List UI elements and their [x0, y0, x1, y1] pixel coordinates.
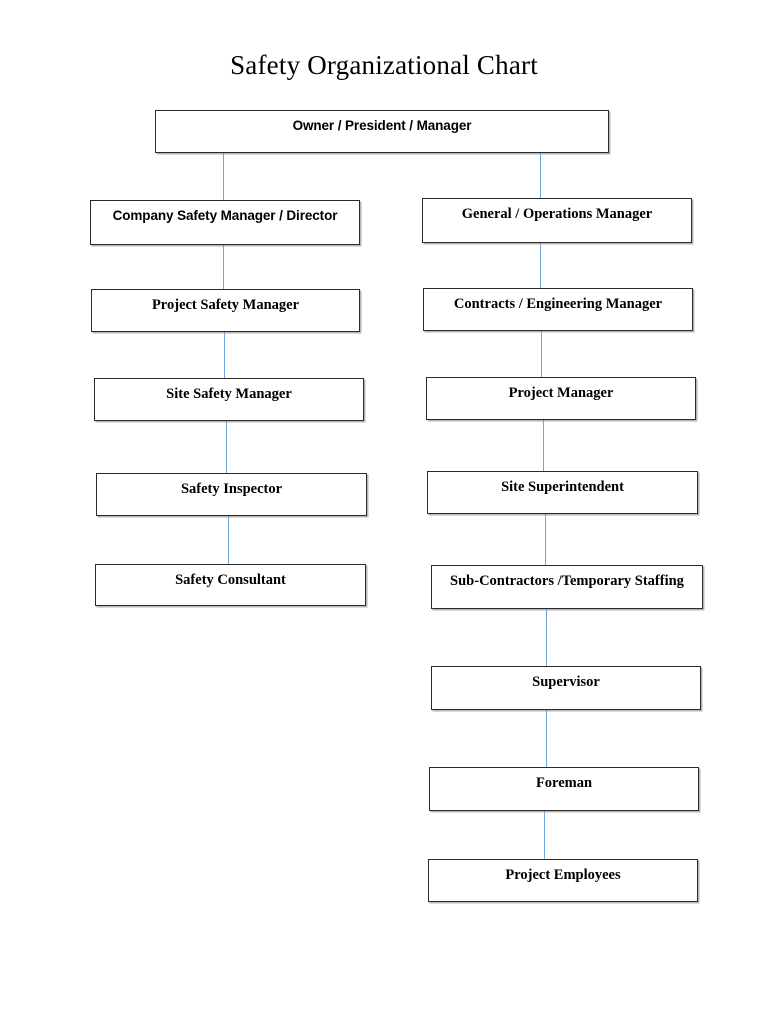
connector-foreman-to-project-employees: [544, 811, 545, 859]
node-label: Owner / President / Manager: [292, 118, 472, 133]
node-owner-president-manager[interactable]: Owner / President / Manager: [155, 110, 609, 153]
connector-site-superintendent-to-sub-contractors: [545, 514, 546, 565]
node-label: Sub-Contractors /Temporary Staffing: [450, 573, 684, 589]
node-label: Project Employees: [505, 867, 621, 883]
node-company-safety-manager-director[interactable]: Company Safety Manager / Director: [90, 200, 360, 245]
node-foreman[interactable]: Foreman: [429, 767, 699, 811]
connector-safety-inspector-to-safety-consultant: [228, 516, 229, 564]
node-supervisor[interactable]: Supervisor: [431, 666, 701, 710]
node-label: Company Safety Manager / Director: [112, 208, 338, 223]
node-label: Site Superintendent: [501, 479, 624, 495]
connector-owner-to-company-safety-manager: [223, 152, 224, 200]
node-site-safety-manager[interactable]: Site Safety Manager: [94, 378, 364, 421]
node-project-manager[interactable]: Project Manager: [426, 377, 696, 420]
connector-site-safety-manager-to-safety-inspector: [226, 421, 227, 473]
node-label: Safety Consultant: [175, 572, 286, 588]
node-site-superintendent[interactable]: Site Superintendent: [427, 471, 698, 514]
node-label: Project Safety Manager: [151, 297, 300, 313]
node-safety-inspector[interactable]: Safety Inspector: [96, 473, 367, 516]
node-label: Safety Inspector: [180, 481, 283, 497]
node-project-safety-manager[interactable]: Project Safety Manager: [91, 289, 360, 332]
node-safety-consultant[interactable]: Safety Consultant: [95, 564, 366, 606]
connector-project-safety-manager-to-site-safety-manager: [224, 332, 225, 378]
node-label: Site Safety Manager: [166, 386, 292, 402]
node-label: General / Operations Manager: [461, 206, 653, 222]
node-label: Project Manager: [508, 385, 614, 401]
node-contracts-engineering-manager[interactable]: Contracts / Engineering Manager: [423, 288, 693, 331]
node-label: Contracts / Engineering Manager: [453, 296, 663, 312]
node-label: Foreman: [535, 775, 593, 791]
node-label: Supervisor: [532, 674, 600, 690]
page-title: Safety Organizational Chart: [230, 50, 538, 80]
connector-sub-contractors-to-supervisor: [546, 609, 547, 666]
node-sub-contractors-temporary-staffing[interactable]: Sub-Contractors /Temporary Staffing: [431, 565, 703, 609]
node-project-employees[interactable]: Project Employees: [428, 859, 698, 902]
connector-contracts-engineering-manager-to-project-manager: [541, 331, 542, 377]
connector-project-manager-to-site-superintendent: [543, 420, 544, 471]
connector-owner-to-general-operations-manager: [540, 152, 541, 198]
connector-company-safety-manager-to-project-safety-manager: [223, 245, 224, 289]
node-general-operations-manager[interactable]: General / Operations Manager: [422, 198, 692, 243]
connector-supervisor-to-foreman: [546, 710, 547, 767]
connector-general-operations-manager-to-contracts-engineering-manager: [540, 243, 541, 288]
